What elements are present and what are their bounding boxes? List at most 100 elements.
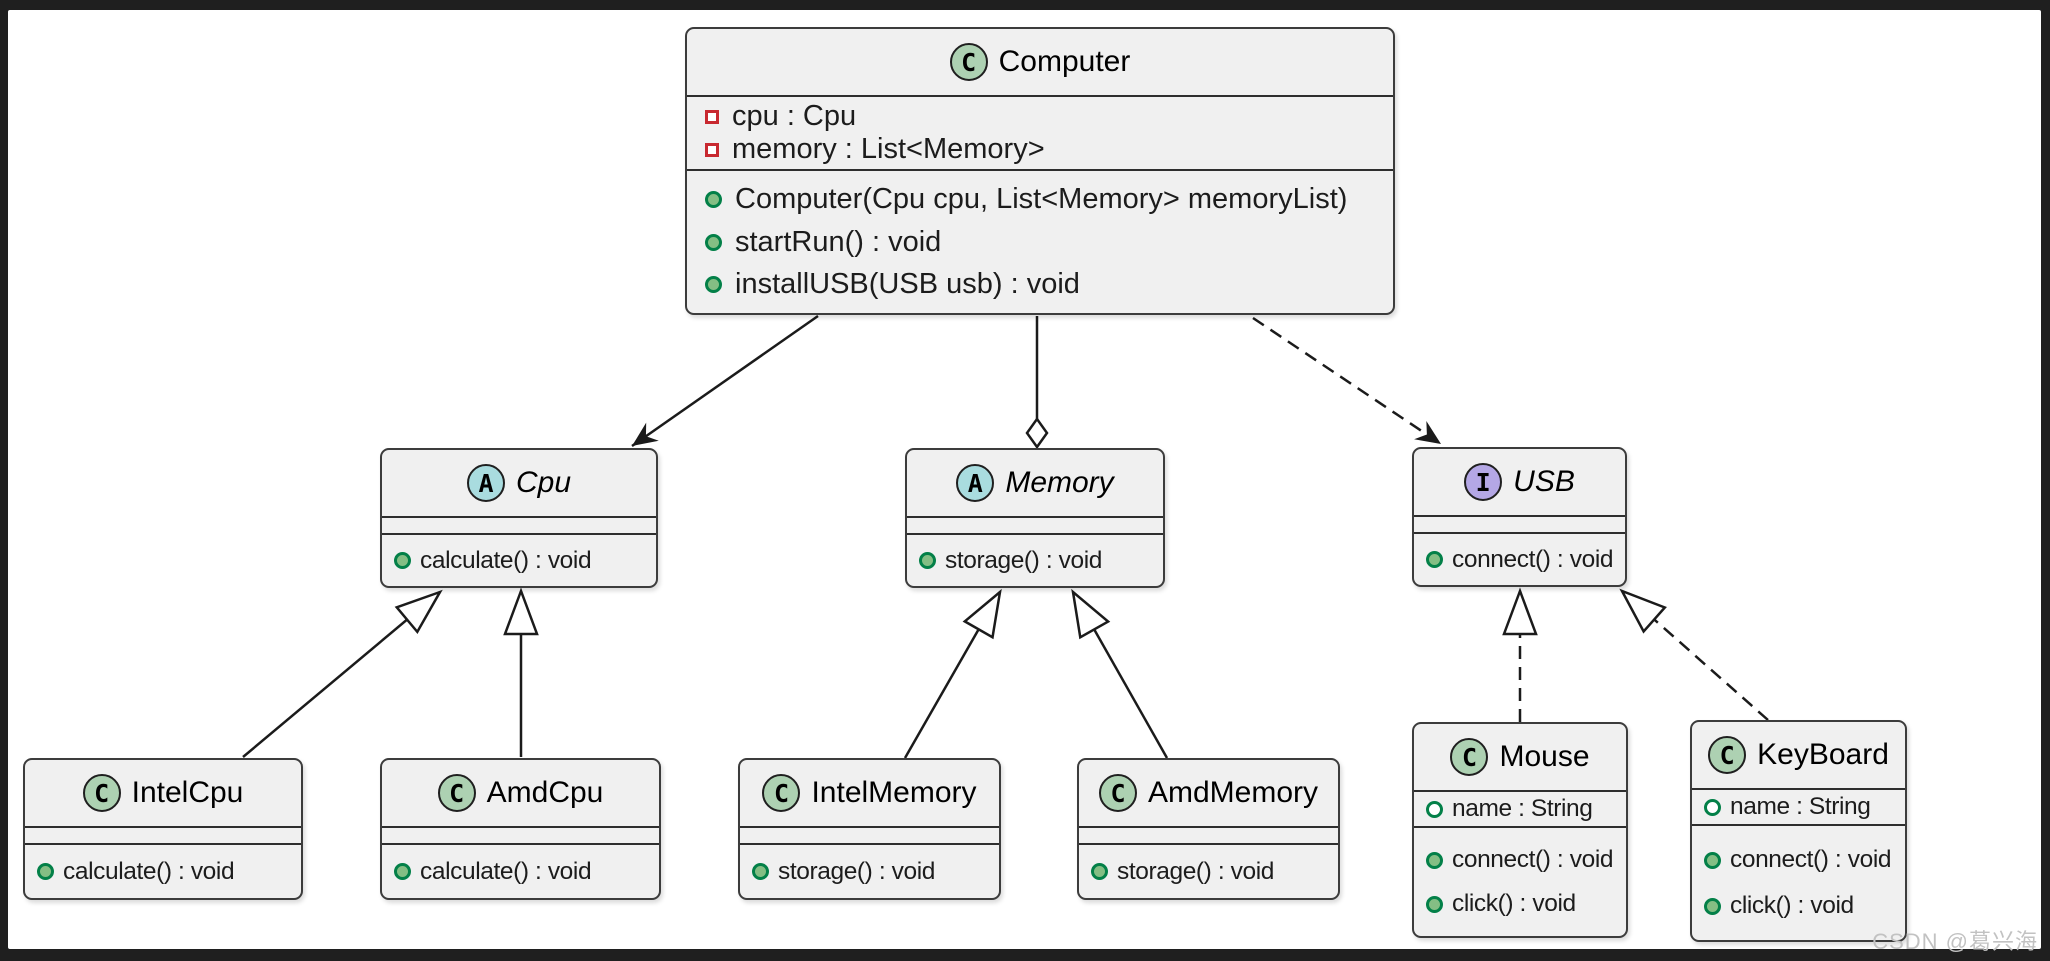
methods-section: connect() : void click() : void — [1414, 828, 1626, 936]
class-title: C AmdMemory — [1079, 760, 1338, 828]
public-method-icon — [394, 863, 411, 880]
method-row: calculate() : void — [382, 858, 659, 886]
field-row: memory : List<Memory> — [687, 133, 1393, 166]
method-text: connect() : void — [1730, 846, 1892, 873]
class-title: C KeyBoard — [1692, 722, 1905, 790]
class-name: IntelMemory — [811, 776, 977, 809]
method-row: startRun() : void — [687, 226, 1393, 259]
private-field-icon — [705, 142, 719, 157]
public-method-icon — [1091, 863, 1108, 880]
class-title: I USB — [1414, 449, 1625, 517]
method-text: storage() : void — [778, 857, 936, 885]
method-row: calculate() : void — [25, 858, 301, 886]
class-name: USB — [1513, 465, 1575, 498]
class-box-memory: A Memory storage() : void — [905, 448, 1165, 588]
class-badge-icon: C — [949, 43, 988, 81]
method-text: connect() : void — [1452, 846, 1614, 873]
method-row: click() : void — [1692, 892, 1905, 920]
method-row: connect() : void — [1692, 846, 1905, 874]
method-row: storage() : void — [1079, 858, 1338, 886]
fields-section-empty — [382, 518, 656, 535]
methods-section: calculate() : void — [382, 845, 659, 898]
interface-box-usb: I USB connect() : void — [1412, 447, 1627, 587]
private-field-icon — [705, 109, 719, 124]
class-name: AmdCpu — [486, 776, 604, 809]
class-box-mouse: C Mouse name : String connect() : void c… — [1412, 722, 1628, 938]
public-method-icon — [705, 276, 722, 294]
field-row: name : String — [1692, 793, 1905, 821]
class-box-intelmemory: C IntelMemory storage() : void — [738, 758, 1001, 900]
methods-section: Computer(Cpu cpu, List<Memory> memoryLis… — [687, 171, 1393, 313]
fields-section-empty — [907, 518, 1163, 535]
class-box-amdmemory: C AmdMemory storage() : void — [1077, 758, 1340, 900]
fields-section: name : String — [1414, 792, 1626, 828]
methods-section: calculate() : void — [382, 535, 656, 586]
public-method-icon — [1426, 851, 1443, 869]
fields-section-empty — [382, 828, 659, 845]
method-row: Computer(Cpu cpu, List<Memory> memoryLis… — [687, 183, 1393, 216]
class-badge-icon: C — [1098, 774, 1137, 812]
method-text: storage() : void — [1117, 857, 1275, 885]
field-row: cpu : Cpu — [687, 100, 1393, 133]
public-method-icon — [705, 190, 722, 208]
methods-section: storage() : void — [907, 535, 1163, 586]
class-title: C IntelMemory — [740, 760, 999, 828]
class-name: Computer — [998, 45, 1131, 78]
method-text: connect() : void — [1452, 545, 1614, 573]
field-text: name : String — [1452, 795, 1593, 822]
fields-section-empty — [1414, 517, 1625, 534]
public-method-icon — [705, 233, 722, 251]
class-box-intelcpu: C IntelCpu calculate() : void — [23, 758, 303, 900]
watermark: CSDN @葛兴海 — [1872, 929, 2038, 954]
interface-badge-icon: I — [1464, 463, 1503, 501]
class-name: AmdMemory — [1147, 776, 1319, 809]
method-row: storage() : void — [740, 858, 999, 886]
public-method-icon — [394, 552, 411, 569]
class-box-keyboard: C KeyBoard name : String connect() : voi… — [1690, 720, 1907, 942]
method-text: calculate() : void — [63, 857, 235, 885]
public-method-icon — [752, 863, 769, 880]
public-method-icon — [37, 863, 54, 880]
public-method-icon — [1704, 851, 1721, 869]
class-name: Mouse — [1499, 740, 1590, 773]
fields-section-empty — [1079, 828, 1338, 845]
methods-section: calculate() : void — [25, 845, 301, 898]
abstract-badge-icon: A — [956, 464, 995, 502]
class-name: KeyBoard — [1757, 738, 1889, 771]
class-badge-icon: C — [1708, 736, 1747, 774]
class-title: A Cpu — [382, 450, 656, 518]
package-field-icon — [1426, 800, 1443, 818]
fields-section-empty — [25, 828, 301, 845]
fields-section-empty — [740, 828, 999, 845]
package-field-icon — [1704, 798, 1721, 816]
public-method-icon — [919, 552, 936, 569]
field-text: name : String — [1730, 793, 1871, 820]
class-badge-icon: C — [1450, 738, 1489, 776]
fields-section: name : String — [1692, 790, 1905, 826]
field-row: name : String — [1414, 795, 1626, 823]
class-badge-icon: C — [82, 774, 121, 812]
method-text: storage() : void — [945, 546, 1103, 574]
method-text: click() : void — [1730, 892, 1854, 919]
method-text: calculate() : void — [420, 546, 592, 574]
public-method-icon — [1704, 897, 1721, 915]
class-title: A Memory — [907, 450, 1163, 518]
class-title: C AmdCpu — [382, 760, 659, 828]
class-title: C Mouse — [1414, 724, 1626, 792]
method-row: installUSB(USB usb) : void — [687, 268, 1393, 301]
methods-section: storage() : void — [1079, 845, 1338, 898]
method-text: startRun() : void — [735, 225, 942, 258]
class-box-computer: C Computer cpu : Cpu memory : List<Memor… — [685, 27, 1395, 315]
abstract-badge-icon: A — [466, 464, 505, 502]
method-row: calculate() : void — [382, 547, 656, 575]
method-row: storage() : void — [907, 547, 1163, 575]
public-method-icon — [1426, 895, 1443, 913]
field-text: memory : List<Memory> — [732, 133, 1045, 165]
methods-section: connect() : void click() : void — [1692, 826, 1905, 940]
class-title: C IntelCpu — [25, 760, 301, 828]
class-name: Cpu — [515, 466, 572, 499]
class-badge-icon: C — [437, 774, 476, 812]
method-row: connect() : void — [1414, 846, 1626, 874]
class-box-amdcpu: C AmdCpu calculate() : void — [380, 758, 661, 900]
